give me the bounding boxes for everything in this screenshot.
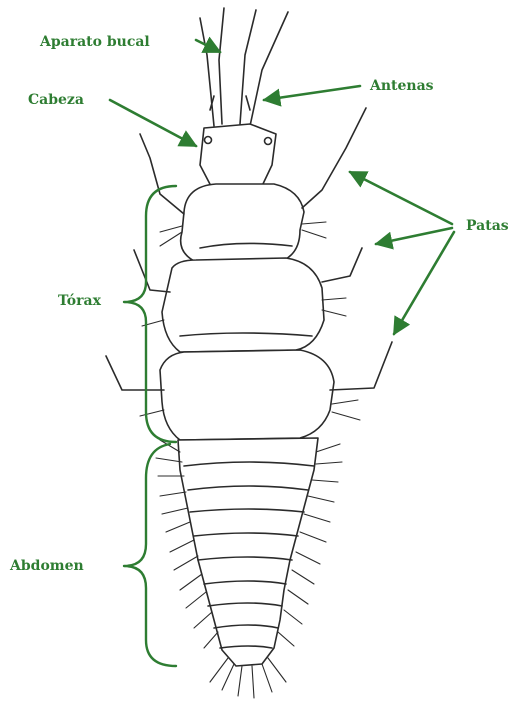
mouthparts <box>200 8 288 126</box>
label-patas: Patas <box>466 218 509 234</box>
head <box>200 124 276 188</box>
label-antenas: Antenas <box>370 78 434 94</box>
antenas-arrow <box>264 86 360 100</box>
label-torax: Tórax <box>58 293 101 309</box>
abdomen-brace <box>124 444 176 666</box>
label-cabeza: Cabeza <box>28 92 84 108</box>
patas-arrow-top <box>350 172 452 224</box>
cabeza-arrow <box>110 100 196 146</box>
aparato-bucal-arrow <box>196 40 220 52</box>
label-abdomen: Abdomen <box>10 558 84 574</box>
patas-arrow-middle <box>376 228 452 244</box>
thorax <box>160 184 334 440</box>
label-aparato-bucal: Aparato bucal <box>40 34 150 50</box>
patas-arrow-bottom <box>394 232 454 334</box>
